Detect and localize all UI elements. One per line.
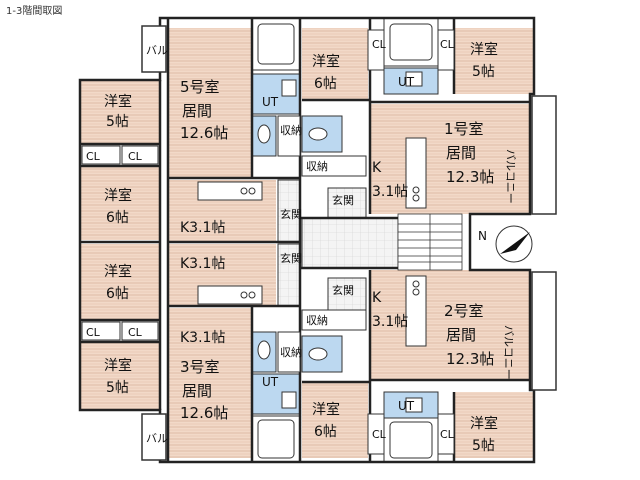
kitchen-label: K [372, 290, 382, 306]
tile-areas [277, 179, 399, 311]
room-label: 居間 [182, 102, 212, 120]
room-floor [454, 28, 534, 94]
kitchen-label: K3.1帖 [180, 220, 225, 236]
room-size: 5帖 [472, 64, 495, 80]
ut-label: UT [398, 399, 415, 413]
closet-label: CL [128, 150, 143, 163]
north-label: N [478, 229, 487, 243]
room-floor [168, 308, 252, 458]
stairs [397, 213, 463, 271]
ut-label: UT [398, 75, 415, 89]
room-floor [370, 104, 530, 214]
balconies [141, 25, 557, 461]
room-label: 洋室 [312, 53, 340, 70]
room-label: 居間 [446, 144, 476, 162]
unit-label: 5号室 [180, 78, 220, 96]
room-label: 洋室 [312, 401, 340, 418]
room-label: 洋室 [470, 415, 498, 432]
room-label: 洋室 [470, 41, 498, 58]
ut-label: UT [262, 95, 279, 109]
closet-label: CL [440, 428, 455, 441]
room-label: 居間 [446, 326, 476, 344]
entrance-label: 玄関 [280, 207, 302, 221]
entrance-label: 玄関 [280, 251, 302, 265]
kitchen-label: K3.1帖 [180, 256, 225, 272]
room-labels: 洋室 5帖 CL CL 洋室 6帖 洋室 6帖 CL CL 洋室 5帖 5号室 … [86, 38, 517, 454]
room-size: 6帖 [314, 424, 337, 440]
room-size: 6帖 [106, 210, 129, 226]
storage-label: 収納 [306, 314, 328, 327]
plan-title: 1-3階間取図 [6, 6, 63, 17]
closet-label: CL [86, 150, 101, 163]
balcony-label: バルコニー [504, 149, 517, 204]
balcony-label: バルコニー [502, 325, 515, 380]
room-label: 洋室 [104, 357, 132, 374]
room-size: 12.6帖 [180, 404, 228, 422]
entrance-label: 玄関 [332, 283, 354, 297]
room-size: 6帖 [314, 76, 337, 92]
room-floor [370, 270, 530, 380]
room-floor [80, 166, 160, 240]
fixtures [257, 71, 423, 413]
kitchen-label: K [372, 160, 382, 176]
room-size: 6帖 [106, 286, 129, 302]
entrance-label: 玄関 [332, 193, 354, 207]
closet-label: CL [440, 38, 455, 51]
kitchen-size: 3.1帖 [372, 184, 408, 200]
room-floor [168, 28, 252, 178]
kitchen-label: K3.1帖 [180, 330, 225, 346]
room-size: 5帖 [106, 380, 129, 396]
ut-label: UT [262, 375, 279, 389]
room-size: 5帖 [106, 114, 129, 130]
room-size: 12.3帖 [446, 350, 494, 368]
balcony-label: バル [146, 432, 168, 445]
closets [81, 29, 455, 455]
kitchen-size: 3.1帖 [372, 314, 408, 330]
room-floor [454, 392, 534, 458]
unit-label: 1号室 [444, 120, 484, 138]
unit-label: 3号室 [180, 358, 220, 376]
room-label: 洋室 [104, 187, 132, 204]
room-floor [302, 28, 368, 100]
room-floor [80, 342, 160, 410]
storage-label: 収納 [306, 160, 328, 173]
room-label: 洋室 [104, 263, 132, 280]
closet-label: CL [372, 38, 387, 51]
closet-label: CL [86, 326, 101, 339]
closet-label: CL [128, 326, 143, 339]
north-arrow: N [478, 225, 533, 263]
closet-label: CL [372, 428, 387, 441]
room-floor [80, 80, 160, 144]
kitchen-counters [197, 137, 427, 347]
balcony-label: バル [146, 44, 168, 57]
room-floor [302, 382, 368, 458]
wood-floors [80, 28, 534, 458]
room-floor [80, 244, 160, 320]
storage-label: 収納 [280, 346, 302, 359]
room-size: 12.3帖 [446, 168, 494, 186]
unit-label: 2号室 [444, 302, 484, 320]
room-size: 5帖 [472, 438, 495, 454]
room-label: 洋室 [104, 93, 132, 110]
room-size: 12.6帖 [180, 124, 228, 142]
room-label: 居間 [182, 382, 212, 400]
storage-label: 収納 [280, 124, 302, 137]
